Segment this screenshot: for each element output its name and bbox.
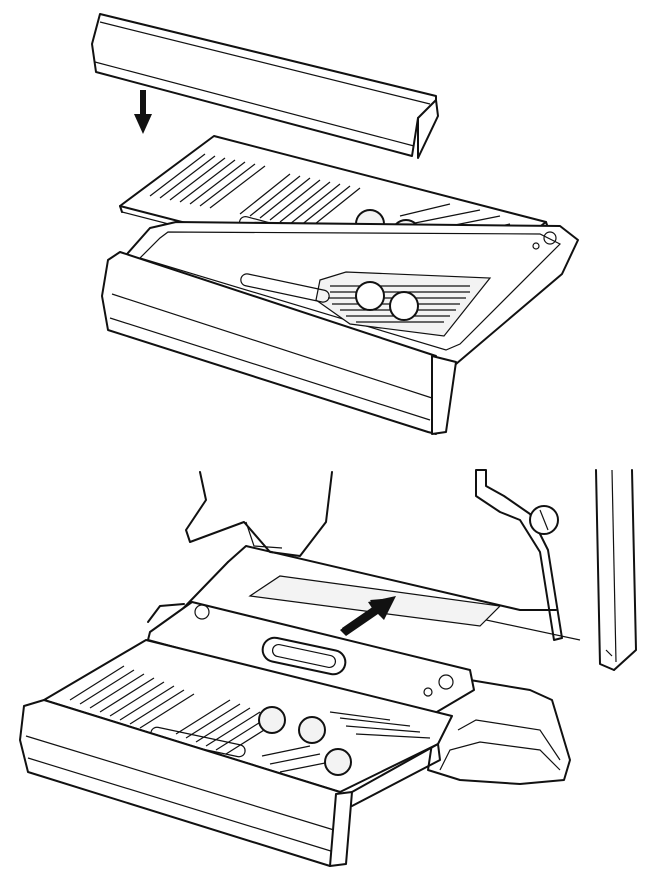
perforated-area xyxy=(315,271,492,337)
arrow-down-icon xyxy=(134,90,152,134)
exploded-drip-tray-view xyxy=(91,13,579,435)
base-hole xyxy=(389,291,419,321)
group-head xyxy=(185,471,333,557)
grille-hole xyxy=(258,706,286,734)
small-hole xyxy=(543,231,557,245)
drip-tray-base xyxy=(101,221,579,435)
small-hole xyxy=(532,242,540,250)
grille-hole xyxy=(298,716,326,744)
machine-body xyxy=(595,469,637,671)
grille-slots xyxy=(69,665,431,773)
small-hole xyxy=(438,674,454,690)
tray-handle-slot xyxy=(261,636,347,676)
steam-wand xyxy=(475,469,563,641)
small-hole xyxy=(423,687,433,697)
grille-hole xyxy=(324,748,352,776)
installed-drip-tray xyxy=(19,601,475,867)
installed-drip-tray-view xyxy=(19,469,637,867)
tray-cover-bar xyxy=(91,13,439,159)
arrow-insert-icon xyxy=(340,596,396,636)
small-hole xyxy=(194,604,210,620)
base-hole xyxy=(355,281,385,311)
